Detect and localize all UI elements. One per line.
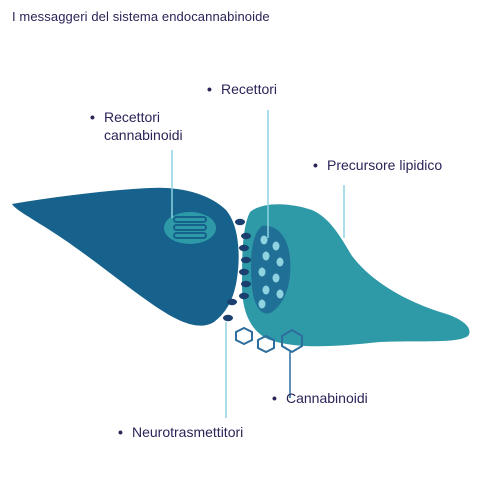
neurotransmitter (239, 268, 249, 276)
cannabinoid-hexagon (281, 328, 303, 354)
label-text-line2: cannabinoidi (104, 127, 183, 143)
bullet: • (118, 424, 123, 440)
postsynaptic-neuron (242, 204, 470, 347)
label-precursore-lipidico: • Precursore lipidico (313, 156, 442, 174)
neurotransmitter (241, 256, 251, 264)
label-text-line1: Recettori (104, 109, 161, 125)
receptor-dot (258, 299, 266, 309)
label-recettori-cannabinoidi: • Recettori cannabinoidi (90, 108, 183, 144)
neurotransmitter (227, 298, 237, 306)
label-text: Neurotrasmettitori (132, 424, 244, 440)
label-neurotrasmettitori: • Neurotrasmettitori (118, 423, 243, 441)
neurotransmitter (241, 232, 251, 240)
neurotransmitter (235, 218, 245, 226)
cannabinoid-molecules (235, 326, 303, 354)
receptor-dot (260, 235, 268, 245)
receptor-dots (258, 235, 284, 309)
bullet: • (272, 390, 277, 406)
receptor-dot (262, 285, 270, 295)
neurotransmitter (241, 280, 251, 288)
label-text: Precursore lipidico (327, 157, 443, 173)
cannabinoid-receptor-organelle (164, 212, 216, 244)
neurotransmitter (223, 314, 233, 322)
receptor-dot (272, 273, 280, 283)
label-text: Cannabinoidi (286, 390, 368, 406)
neurotransmitter (239, 292, 249, 300)
receptor-dot (272, 241, 280, 251)
cannabinoid-hexagon (235, 326, 253, 346)
receptor-dot (258, 267, 266, 277)
organelle-membranes (173, 216, 207, 239)
neurotransmitter (239, 244, 249, 252)
receptor-dot (262, 251, 270, 261)
bullet: • (90, 109, 95, 125)
cannabinoid-hexagon (257, 334, 275, 354)
label-cannabinoidi: • Cannabinoidi (272, 389, 368, 407)
presynaptic-neuron (12, 187, 239, 326)
page-title: I messaggeri del sistema endocannabinoid… (12, 9, 270, 24)
label-text: Recettori (221, 81, 278, 97)
receptor-dot (276, 289, 284, 299)
pointer-lines (171, 110, 345, 418)
neurotransmitters (223, 218, 251, 322)
bullet: • (313, 157, 318, 173)
bullet: • (207, 81, 212, 97)
label-recettori: • Recettori (207, 80, 277, 98)
receptor-dot (276, 257, 284, 267)
